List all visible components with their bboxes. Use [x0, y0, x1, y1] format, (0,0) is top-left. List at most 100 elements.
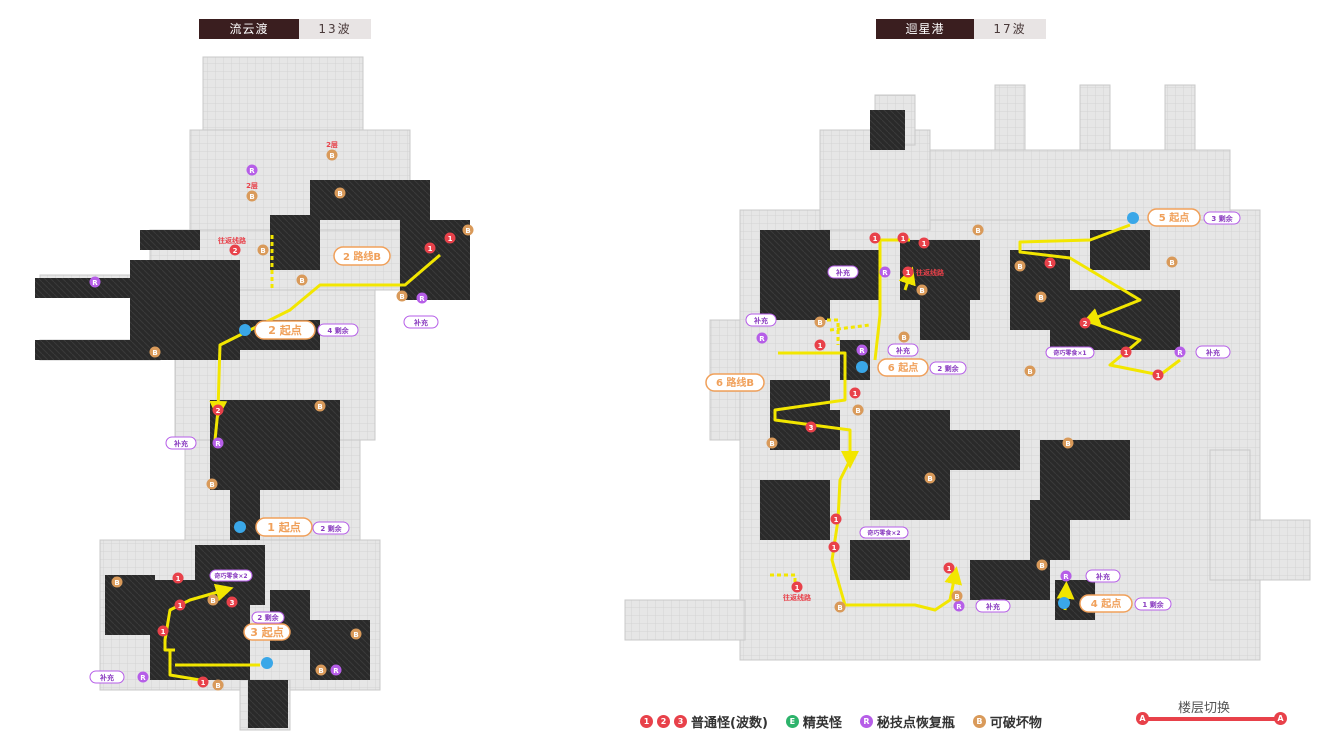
breakable-marker: B: [315, 664, 327, 676]
restore-marker: R: [953, 600, 965, 612]
normal-enemy-marker: 1: [424, 242, 436, 254]
svg-text:1: 1: [818, 342, 823, 350]
start-1-label: 1 起点: [267, 520, 300, 534]
start-2-label: 2 起点: [268, 323, 301, 337]
breakable-marker: B: [296, 274, 308, 286]
svg-text:B: B: [1027, 368, 1032, 376]
start-point-icon: [1127, 212, 1139, 224]
svg-text:R: R: [882, 269, 888, 277]
map-a-start-icons: [234, 324, 273, 669]
svg-text:B: B: [1065, 440, 1070, 448]
remain-3-label: 2 剩余: [257, 613, 279, 622]
restore-marker: R: [416, 292, 428, 304]
floor2-label: 2层: [326, 140, 338, 149]
svg-text:R: R: [759, 335, 765, 343]
breakable-marker: B: [1014, 260, 1026, 272]
breakable-marker: B: [350, 628, 362, 640]
map-a-waves: 13波: [299, 19, 371, 39]
svg-text:B: B: [769, 440, 774, 448]
map-a-labels: 2 起点 4 剩余 1 起点 2 剩余 3 起点 2 剩余 2 路线B 2层 2…: [89, 140, 439, 684]
restore-marker: R: [246, 164, 258, 176]
breakable-marker: B: [1166, 256, 1178, 268]
breakable-marker: B: [951, 590, 963, 602]
breakable-marker: B: [396, 290, 408, 302]
svg-text:B: B: [1017, 263, 1022, 271]
route-6b-label: 6 路线B: [716, 376, 754, 389]
breakable-marker: B: [149, 346, 161, 358]
normal-enemy-marker: 1: [1120, 346, 1132, 358]
legend: 1 2 3 普通怪(波数) E 精英怪 R 秘技点恢复瓶 B 可破坏物: [640, 708, 1060, 734]
svg-text:B: B: [465, 227, 470, 235]
svg-text:B: B: [1038, 294, 1043, 302]
restore-marker: R: [212, 437, 224, 449]
restore-marker: R: [89, 276, 101, 288]
svg-text:R: R: [1177, 349, 1183, 357]
map-b-route: [770, 223, 1181, 612]
legend-restore-label: 秘技点恢复瓶: [876, 715, 955, 731]
to-route-label: 往返线路: [916, 268, 945, 277]
supply-label: 补充: [413, 318, 428, 327]
supply-label: 补充: [173, 439, 188, 448]
normal-enemy-marker: 1: [902, 266, 914, 278]
svg-text:1: 1: [1156, 372, 1161, 380]
map-b-floor: [624, 84, 1311, 661]
start-6-label: 6 起点: [888, 361, 918, 374]
svg-text:B: B: [318, 667, 323, 675]
svg-text:B: B: [399, 293, 404, 301]
breakable-marker: B: [462, 224, 474, 236]
svg-text:B: B: [901, 334, 906, 342]
restore-marker: R: [756, 332, 768, 344]
supply-label: 补充: [835, 268, 850, 277]
svg-text:R: R: [1063, 573, 1069, 581]
svg-text:B: B: [927, 475, 932, 483]
restore-marker: R: [879, 266, 891, 278]
svg-text:B: B: [1039, 562, 1044, 570]
breakable-legend-icon: B: [972, 714, 986, 728]
svg-text:R: R: [215, 440, 221, 448]
map-b-start-icons: [856, 212, 1139, 609]
breakable-marker: B: [898, 331, 910, 343]
supply-label: 补充: [99, 673, 114, 682]
map-a-name: 流云渡: [199, 19, 299, 39]
svg-text:R: R: [140, 674, 146, 682]
svg-text:1: 1: [922, 240, 927, 248]
svg-text:2: 2: [233, 247, 238, 255]
map-b-waves: 17波: [974, 19, 1046, 39]
svg-text:R: R: [956, 603, 962, 611]
normal-enemy-marker: 1: [791, 581, 803, 593]
floor2-label: 2层: [246, 181, 258, 190]
breakable-marker: B: [206, 478, 218, 490]
start-point-icon: [234, 521, 246, 533]
map-a-markers: 1 1 2 1 1 1 3 1 2 R R R R R R B B B B B …: [89, 149, 474, 691]
normal-enemy-legend-icon: 3: [674, 714, 687, 728]
svg-text:B: B: [954, 593, 959, 601]
normal-enemy-marker: 1: [197, 676, 209, 688]
normal-enemy-marker: 1: [157, 625, 169, 637]
legend-breakable-label: 可破坏物: [989, 715, 1042, 731]
normal-enemy-marker: 3: [805, 421, 817, 433]
svg-text:B: B: [353, 631, 358, 639]
svg-text:1: 1: [448, 235, 453, 243]
breakable-marker: B: [766, 437, 778, 449]
start-4-label: 4 起点: [1091, 597, 1121, 610]
svg-text:1: 1: [176, 575, 181, 583]
remain-4-label: 1 剩余: [1142, 600, 1164, 609]
normal-enemy-marker: 3: [226, 596, 238, 608]
floor-switch-start-icon: A: [1136, 712, 1149, 725]
svg-text:1: 1: [901, 235, 906, 243]
floor-switch-label: 楼层切换: [1178, 701, 1231, 716]
normal-enemy-marker: 1: [828, 541, 840, 553]
normal-enemy-marker: 1: [444, 232, 456, 244]
svg-text:1: 1: [161, 628, 166, 636]
breakable-marker: B: [326, 149, 338, 161]
map-b-labels: 5 起点 3 剩余 6 起点 2 剩余 4 起点 1 剩余 6 路线B 往返线路…: [705, 208, 1241, 613]
remain-5-label: 3 剩余: [1211, 214, 1233, 223]
start-point-icon: [239, 324, 251, 336]
supply-label: 补充: [895, 346, 910, 355]
breakable-marker: B: [1024, 365, 1036, 377]
to-route-label: 往返线路: [218, 236, 247, 245]
normal-enemy-marker: 2: [1079, 317, 1091, 329]
breakable-marker: B: [834, 601, 846, 613]
svg-text:1: 1: [201, 679, 206, 687]
normal-enemy-marker: 2: [229, 244, 241, 256]
